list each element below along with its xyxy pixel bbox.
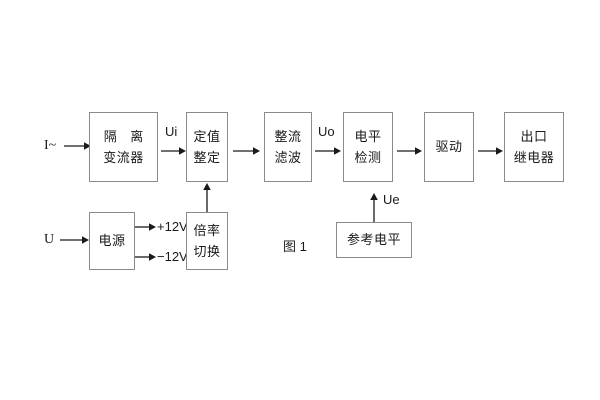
block-output-relay: 出口 继电器 [504, 112, 564, 182]
block-isolation-transformer-line2: 变流器 [103, 150, 144, 165]
voltage-input-label: U [44, 232, 55, 247]
block-rectify-filter-line1: 整流 [274, 128, 302, 144]
block-power-supply: 电源 [89, 212, 135, 270]
block-isolation-transformer-line1: 隔 离 [103, 128, 149, 144]
signal-label-ue: Ue [383, 192, 400, 207]
arrow-multiplier-to-setting [201, 182, 213, 212]
block-level-detection-line2: 检测 [354, 150, 382, 165]
block-level-detection: 电平 检测 [343, 112, 393, 182]
block-isolation-transformer: 隔 离 变流器 [89, 112, 158, 182]
block-power-supply-line1: 电源 [98, 233, 126, 249]
block-drive: 驱动 [424, 112, 474, 182]
arrow-drive-to-output-relay [478, 145, 504, 157]
block-setting-value-line1: 定值 [193, 128, 221, 144]
block-rectify-filter: 整流 滤波 [264, 112, 312, 182]
power-rail-positive-label: +12V [157, 219, 188, 234]
block-reference-level-line1: 参考电平 [346, 232, 401, 248]
arrow-rail-positive [135, 221, 157, 233]
arrow-reference-to-level-detection [368, 192, 380, 222]
arrow-rectify-to-level [315, 145, 342, 157]
current-input-label: I~ [44, 138, 57, 153]
block-output-relay-line2: 继电器 [513, 150, 555, 165]
arrow-level-to-drive [397, 145, 423, 157]
arrow-voltage-to-power-supply [60, 234, 90, 246]
arrow-isolation-to-setting [161, 145, 187, 157]
block-output-relay-line1: 出口 [520, 128, 548, 144]
block-level-detection-line1: 电平 [354, 128, 382, 144]
block-drive-line1: 驱动 [435, 139, 463, 155]
block-multiplier-switch-line1: 倍率 [193, 222, 221, 238]
arrow-rail-negative [135, 251, 157, 263]
block-multiplier-switch: 倍率 切换 [186, 212, 228, 270]
block-setting-value-line2: 整定 [193, 150, 221, 165]
block-multiplier-switch-line2: 切换 [193, 244, 221, 259]
power-rail-negative-label: −12V [157, 249, 188, 264]
block-reference-level: 参考电平 [336, 222, 412, 258]
arrow-setting-to-rectify [233, 145, 261, 157]
block-rectify-filter-line2: 滤波 [274, 150, 302, 165]
block-setting-value: 定值 整定 [186, 112, 228, 182]
signal-label-uo: Uo [318, 124, 335, 139]
figure-caption: 图 1 [283, 239, 307, 254]
arrow-current-to-isolation [64, 140, 92, 152]
signal-label-ui: Ui [165, 124, 178, 139]
